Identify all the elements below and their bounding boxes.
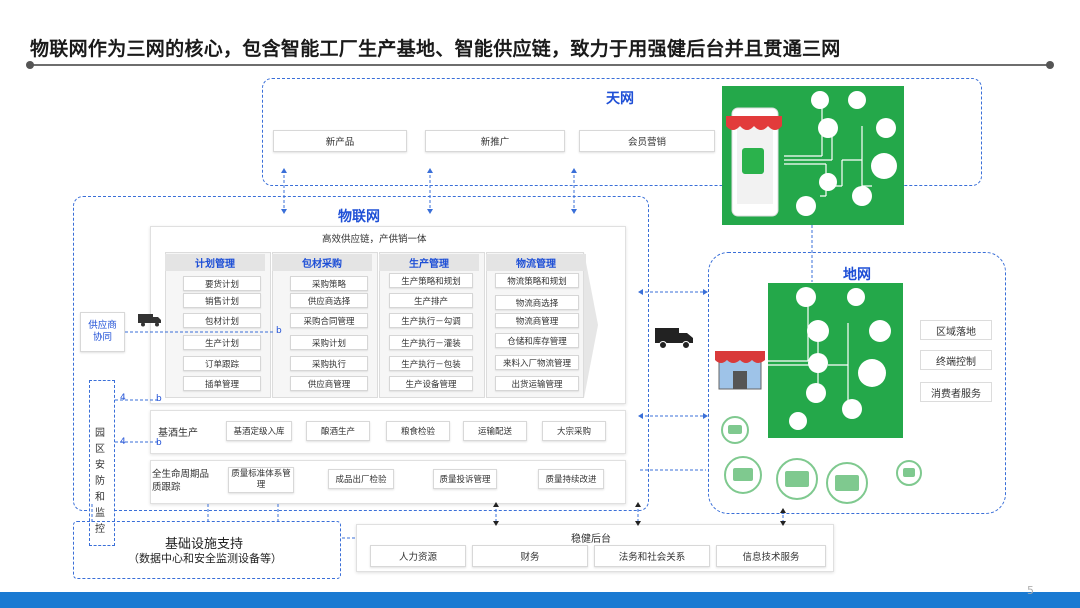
park-security-box: [89, 380, 115, 546]
logistics-truck-icon: [655, 326, 695, 354]
column-plan-header: 计划管理: [165, 254, 265, 271]
infrastructure-title: 基础设施支持: [165, 537, 244, 552]
infrastructure-frame: [73, 521, 341, 579]
tianwang-item-new-product: 新产品: [273, 130, 407, 152]
diwang-frame: [708, 252, 1006, 514]
column-production-header: 生产管理: [379, 254, 479, 271]
offline-store-illustration: [768, 283, 903, 438]
column-procurement-header: 包材采购: [272, 254, 372, 271]
list-item: 生产执行－勾调: [389, 313, 473, 328]
connector-label-b: b: [156, 438, 162, 448]
backend-title: 稳健后台: [571, 534, 611, 545]
backend-item-legal: 法务和社会关系: [594, 545, 710, 567]
divider-dot-right: [1046, 61, 1054, 69]
online-store-illustration: [722, 86, 904, 225]
backend-item-finance: 财务: [472, 545, 588, 567]
list-item: 插单管理: [183, 376, 261, 391]
quality-label: 全生命周期品质跟踪: [152, 469, 210, 493]
shop-icons: [721, 416, 922, 504]
base-production-label: 基酒生产: [158, 428, 198, 439]
list-item: 出货运输管理: [495, 376, 579, 391]
list-item: 物流商选择: [495, 295, 579, 310]
quality-item: 成品出厂检验: [328, 469, 394, 489]
footer-bar: [0, 592, 1080, 608]
list-item: 销售计划: [183, 293, 261, 308]
list-item: 采购执行: [290, 356, 368, 371]
offline-network-graphic: [768, 287, 891, 430]
base-production-item: 酿酒生产: [306, 421, 370, 441]
list-item: 仓储和库存管理: [495, 333, 579, 348]
list-item: 生产计划: [183, 335, 261, 350]
quality-item: 质量标准体系管理: [228, 467, 294, 493]
tianwang-item-new-promo: 新推广: [425, 130, 565, 152]
online-network-graphic: [726, 91, 897, 217]
wulianwang-frame: [73, 196, 649, 511]
list-item: 采购策略: [290, 276, 368, 291]
diwang-item-terminal: 终端控制: [920, 350, 992, 370]
list-item: 采购合同管理: [290, 313, 368, 328]
base-production-item: 粮食检验: [386, 421, 450, 441]
connector-label-4: 4: [120, 393, 126, 403]
connector-label-4: 4: [120, 437, 126, 447]
column-logistics-arrow: [584, 252, 598, 398]
quality-item: 质量投诉管理: [433, 469, 497, 489]
diwang-item-consumer: 消费者服务: [920, 382, 992, 402]
diwang-item-regional: 区域落地: [920, 320, 992, 340]
list-item: 生产策略和规划: [389, 273, 473, 288]
backend-item-it: 信息技术服务: [716, 545, 826, 567]
supplier-coordination-label: 供应商协同: [88, 320, 117, 343]
list-item: 要货计划: [183, 276, 261, 291]
base-production-item: 基酒定级入库: [226, 421, 292, 441]
tianwang-item-member-marketing: 会员营销: [579, 130, 715, 152]
park-security-label: 园区安防和监控: [95, 428, 105, 535]
supplier-coordination: 供应商协同: [80, 312, 125, 352]
list-item: 物流策略和规划: [495, 273, 579, 288]
list-item: 生产执行－包装: [389, 356, 473, 371]
wulianwang-title: 物联网: [338, 209, 380, 225]
backend-item-hr: 人力资源: [370, 545, 466, 567]
quality-item: 质量持续改进: [538, 469, 604, 489]
page-title: 物联网作为三网的核心，包含智能工厂生产基地、智能供应链，致力于用强健后台并且贯通…: [30, 38, 841, 60]
list-item: 供应商选择: [290, 293, 368, 308]
column-logistics-header: 物流管理: [486, 254, 586, 271]
connector-label-b: b: [276, 326, 282, 336]
base-production-item: 大宗采购: [542, 421, 606, 441]
page-number: 5: [1027, 584, 1034, 597]
divider-dot-left: [26, 61, 34, 69]
list-item: 生产执行－灌装: [389, 335, 473, 350]
supply-chain-subtitle: 高效供应链，产供销一体: [322, 234, 427, 245]
security-connectors: [115, 399, 159, 443]
tianwang-frame: [262, 78, 982, 186]
title-divider: [28, 64, 1050, 66]
diwang-title: 地网: [843, 267, 871, 283]
tianwang-title: 天网: [606, 91, 634, 107]
list-item: 采购计划: [290, 335, 368, 350]
list-item: 来料入厂物流管理: [495, 355, 579, 370]
list-item: 物流商管理: [495, 313, 579, 328]
infrastructure-subtitle: （数据中心和安全监测设备等）: [128, 552, 282, 565]
delivery-truck-icon: [138, 312, 162, 331]
base-production-item: 运输配送: [463, 421, 527, 441]
list-item: 生产设备管理: [389, 376, 473, 391]
connector-label-b: b: [156, 394, 162, 404]
list-item: 包材计划: [183, 313, 261, 328]
list-item: 生产排产: [389, 293, 473, 308]
list-item: 供应商管理: [290, 376, 368, 391]
store-front-icon: [715, 345, 765, 395]
list-item: 订单跟踪: [183, 356, 261, 371]
